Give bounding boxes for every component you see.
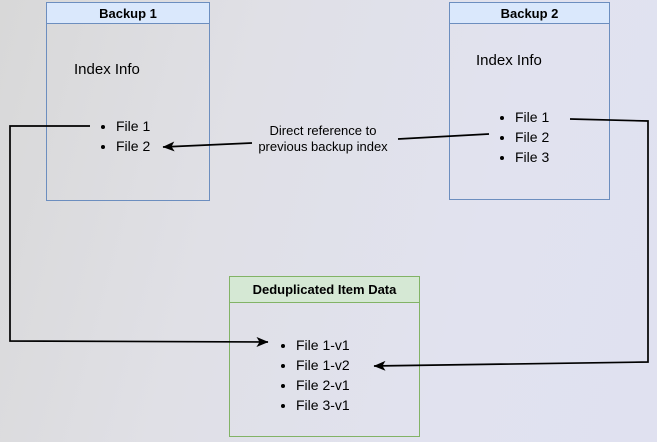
backup1-index-info-label: Index Info <box>74 61 140 78</box>
dedup-node[interactable]: Deduplicated Item Data File 1-v1 File 1-… <box>229 276 420 437</box>
annotation-line1: Direct reference to <box>269 123 377 138</box>
list-item: File 3 <box>515 147 549 167</box>
list-item: File 1-v1 <box>296 335 350 355</box>
backup1-file-list: File 1 File 2 <box>98 116 150 156</box>
list-item: File 2 <box>515 127 549 147</box>
list-item: File 1 <box>116 116 150 136</box>
list-item: File 1 <box>515 107 549 127</box>
list-item: File 2-v1 <box>296 375 350 395</box>
list-item: File 1-v2 <box>296 355 350 375</box>
dedup-title: Deduplicated Item Data <box>230 277 419 303</box>
list-item: File 2 <box>116 136 150 156</box>
list-item: File 3-v1 <box>296 395 350 415</box>
backup2-index-info-label: Index Info <box>476 52 542 69</box>
backup2-title: Backup 2 <box>450 3 609 24</box>
annotation-line2: previous backup index <box>258 139 388 154</box>
dedup-file-list: File 1-v1 File 1-v2 File 2-v1 File 3-v1 <box>278 335 350 415</box>
connector-annotation: Direct reference to previous backup inde… <box>242 123 404 155</box>
backup2-node[interactable]: Backup 2 Index Info File 1 File 2 File 3 <box>449 2 610 200</box>
backup1-title: Backup 1 <box>47 3 209 24</box>
backup2-file-list: File 1 File 2 File 3 <box>497 107 549 167</box>
backup1-node[interactable]: Backup 1 Index Info File 1 File 2 <box>46 2 210 201</box>
